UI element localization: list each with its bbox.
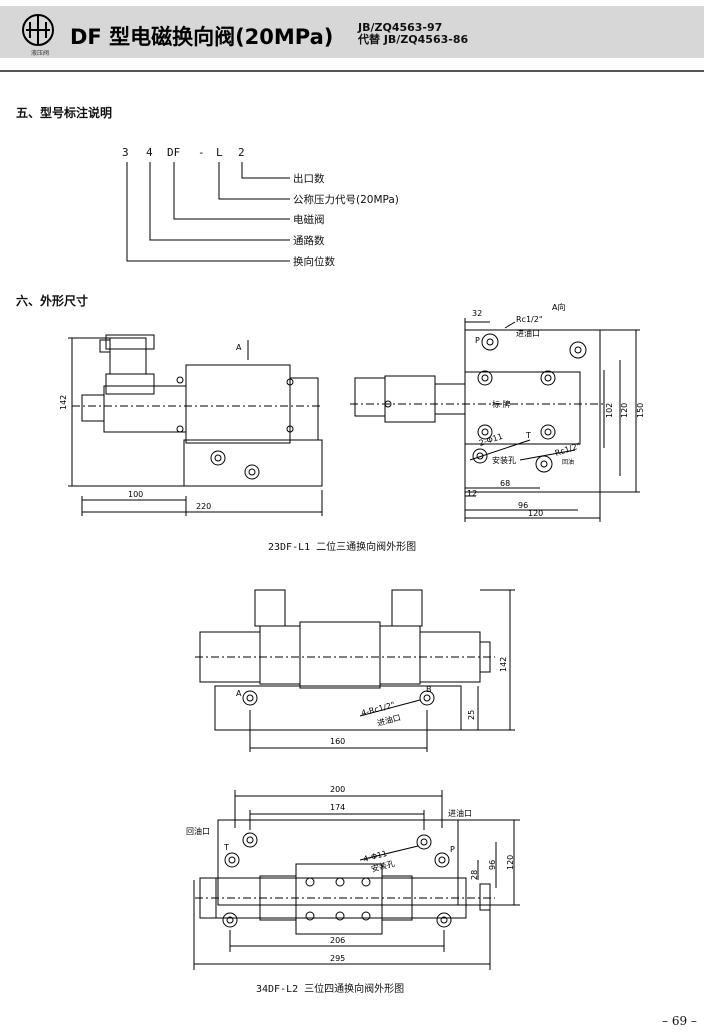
code-char-5: L (216, 146, 223, 159)
inlet-label-3: 进油口 (448, 808, 472, 818)
dim-150-label: 150 (636, 403, 645, 418)
page-header: 液压阀 DF 型电磁换向阀(20MPa) JB/ZQ4563-97 代替 JB/… (0, 0, 704, 72)
standard-line-1: JB/ZQ4563-97 (358, 21, 443, 34)
a-port-label: A (236, 689, 242, 698)
dim-142-label: 142 (59, 395, 68, 410)
drawing2-svg: A B 142 25 160 4-Rc1/2" 进油口 回油口 进油口 T P … (186, 589, 520, 970)
dim-96-label-2: 96 (488, 860, 497, 870)
header-band (0, 6, 704, 58)
code-char-2: 4 (146, 146, 153, 159)
install-hole-label: 安装孔 (492, 455, 516, 465)
drawing1-caption: 23DF-L1 二位三通换向阀外形图 (268, 542, 417, 553)
legend-pressure: 公称压力代号(20MPa) (293, 194, 399, 206)
dim-295-label: 295 (330, 954, 345, 963)
inlet-label: 进油口 (516, 328, 540, 338)
t-port-label: T (525, 431, 531, 440)
p-port-label: P (475, 336, 480, 345)
return-port-label: 回油口 (186, 826, 210, 836)
mount-hole-label: 2-Φ11 (478, 432, 504, 448)
logo-text: 液压阀 (30, 50, 49, 57)
arrow-a-label: A (236, 343, 242, 352)
standard-line-2: 代替 JB/ZQ4563-86 (358, 33, 469, 46)
dim-25-label: 25 (467, 710, 476, 720)
dim-28-label: 28 (470, 870, 479, 880)
return-small-label: 回油 (562, 458, 574, 466)
dim-96-label: 96 (518, 501, 528, 510)
t-port-label-2: T (223, 843, 229, 852)
drawing2-caption: 34DF-L2 三位四通换向阀外形图 (256, 984, 405, 995)
view-a-title: A向 (552, 302, 565, 312)
page-number: – 69 – (662, 1014, 697, 1028)
dim-220-label: 220 (196, 502, 211, 511)
legend-positions: 换向位数 (293, 256, 335, 268)
legend-ways: 通路数 (293, 235, 325, 247)
dim-100-label: 100 (128, 490, 143, 499)
p-port-label-2: P (450, 845, 455, 854)
section5-heading: 五、型号标注说明 (16, 106, 113, 120)
code-char-3: DF (167, 146, 181, 159)
code-char-4: - (198, 146, 205, 159)
dim-68-label: 68 (500, 479, 510, 488)
dim-120v-label: 120 (620, 403, 629, 418)
dim-102-label: 102 (605, 403, 614, 418)
port-rc-label: Rc1/2" (516, 315, 543, 324)
dim-120-label-2: 120 (506, 855, 515, 870)
dim-174-label: 174 (330, 803, 345, 812)
nameplate-label: 标 牌 (492, 399, 511, 409)
code-char-6: 2 (238, 146, 245, 159)
section6-heading: 六、外形尺寸 (16, 294, 89, 308)
company-logo-icon (22, 14, 54, 46)
b-port-label: B (426, 685, 432, 694)
model-code-leader-lines (126, 162, 290, 262)
legend-solenoid: 电磁阀 (293, 214, 325, 226)
dim-120-label: 120 (528, 509, 543, 518)
dim-12-label: 12 (467, 489, 477, 498)
dim-200-label: 200 (330, 785, 345, 794)
drawing1-svg: A 142 100 220 A向 32 Rc1 (59, 302, 645, 522)
dim-142-label-2: 142 (499, 657, 508, 672)
code-char-1: 3 (122, 146, 129, 159)
page-title: DF 型电磁换向阀(20MPa) (70, 25, 334, 49)
legend-outlets: 出口数 (293, 173, 325, 185)
dim-32-label: 32 (472, 309, 482, 318)
standard-number: JB/ZQ4563-97 代替 JB/ZQ4563-86 (358, 22, 468, 46)
dim-160-label: 160 (330, 737, 345, 746)
inlet-label-2: 进油口 (376, 712, 402, 728)
dim-206-label: 206 (330, 936, 345, 945)
header-rule (0, 70, 704, 72)
